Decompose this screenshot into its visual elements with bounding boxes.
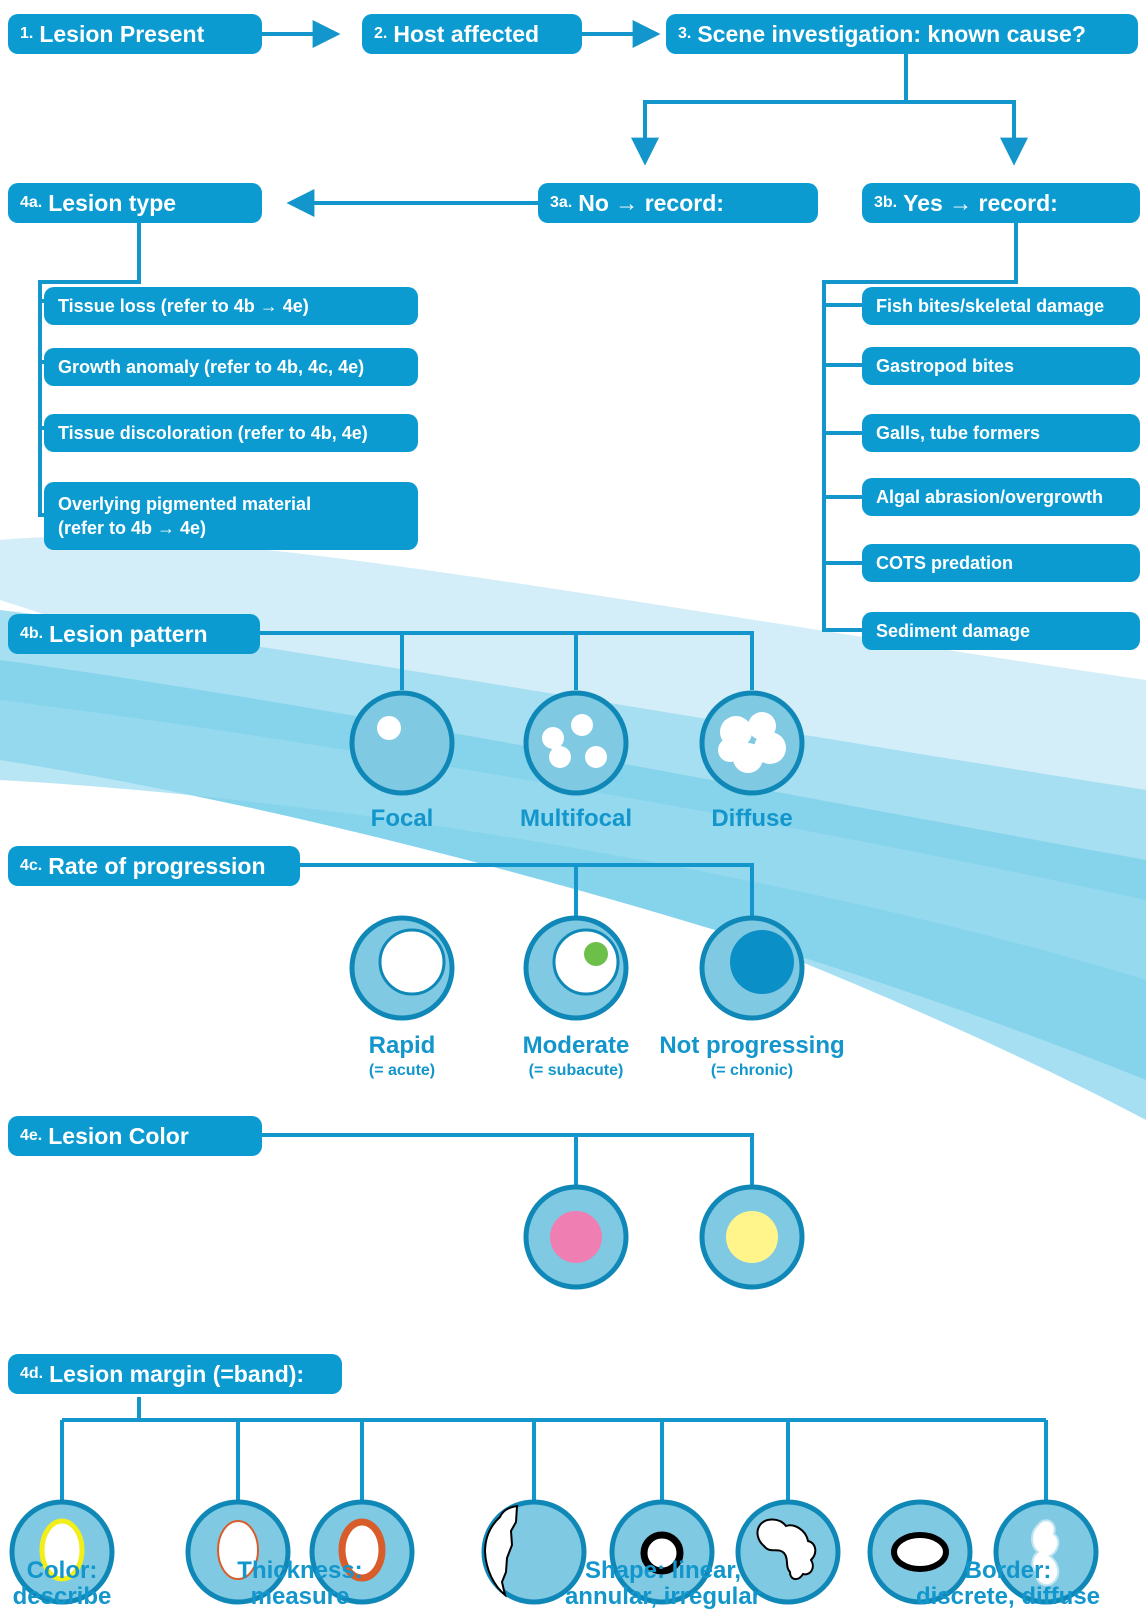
progression-label: Not progressing: [659, 1032, 845, 1059]
yellow-color-icon: [699, 1184, 805, 1290]
step-3-box: 3. Scene investigation: known cause?: [666, 14, 1138, 54]
step-3a-box: 3a. No → record:: [538, 183, 818, 223]
multifocal-icon: [523, 690, 629, 796]
step-4d-box: 4d. Lesion margin (=band):: [8, 1354, 342, 1394]
step-label: Yes → record:: [903, 189, 1058, 216]
step-4a-box: 4a. Lesion type: [8, 183, 262, 223]
progression-label: Moderate: [522, 1032, 630, 1059]
step-number: 3b.: [874, 194, 898, 211]
known-cause-item: Gastropod bites: [862, 347, 1140, 385]
step-label: Lesion margin (=band):: [49, 1360, 305, 1387]
lesion-type-item: Tissue discoloration (refer to 4b, 4e): [44, 414, 418, 452]
step-2-box: 2. Host affected: [362, 14, 582, 54]
margin-group-label: Border:: [964, 1557, 1052, 1584]
rapid-icon: [349, 915, 455, 1021]
margin-group-label: Shape: linear,: [584, 1557, 742, 1584]
margin-annular-icon: [609, 1499, 715, 1605]
progression-sublabel: (= subacute): [528, 1062, 624, 1079]
step-number: 3.: [678, 25, 692, 42]
step-1-box: 1. Lesion Present: [8, 14, 262, 54]
pattern-label: Diffuse: [711, 805, 793, 832]
margin-group-label: describe: [12, 1583, 112, 1610]
step-number: 4d.: [20, 1365, 44, 1382]
known-cause-label: Sediment damage: [876, 620, 1031, 641]
known-cause-label: Gastropod bites: [876, 355, 1015, 376]
known-cause-item: COTS predation: [862, 544, 1140, 582]
focal-icon: [349, 690, 455, 796]
lesion-type-label: Growth anomaly (refer to 4b, 4c, 4e): [58, 356, 365, 377]
progression-sublabel: (= chronic): [710, 1062, 794, 1079]
step-4e-box: 4e. Lesion Color: [8, 1116, 262, 1156]
known-cause-label: Fish bites/skeletal damage: [876, 295, 1105, 316]
margin-group-label: Color:: [26, 1557, 98, 1584]
margin-group-label: discrete, diffuse: [915, 1583, 1101, 1610]
known-cause-item: Sediment damage: [862, 612, 1140, 650]
lesion-type-label: Tissue loss (refer to 4b → 4e): [58, 295, 309, 316]
known-cause-label: Algal abrasion/overgrowth: [876, 486, 1104, 507]
step-3b-box: 3b. Yes → record:: [862, 183, 1140, 223]
step-label: Lesion Color: [48, 1122, 189, 1149]
lesion-type-item: Tissue loss (refer to 4b → 4e): [44, 287, 418, 325]
step-number: 4b.: [20, 625, 44, 642]
branch-connector: [631, 54, 908, 166]
lesion-type-item: Overlying pigmented material (refer to 4…: [44, 482, 418, 550]
step-label: Scene investigation: known cause?: [697, 20, 1086, 47]
step-label: Lesion type: [48, 189, 177, 216]
pattern-label: Multifocal: [520, 805, 632, 832]
margin-linear-icon: [481, 1499, 587, 1605]
diffuse-icon: [699, 690, 805, 796]
step-number: 3a.: [550, 194, 573, 211]
margin-color-icon: [9, 1499, 115, 1605]
progression-sublabel: (= acute): [368, 1062, 436, 1079]
known-cause-item: Algal abrasion/overgrowth: [862, 478, 1140, 516]
known-cause-label: COTS predation: [876, 552, 1014, 573]
step-number: 2.: [374, 25, 388, 42]
step-number: 1.: [20, 25, 34, 42]
step-number: 4e.: [20, 1127, 43, 1144]
margin-diffuse-icon: [993, 1499, 1099, 1605]
lesion-type-item: Growth anomaly (refer to 4b, 4c, 4e): [44, 348, 418, 386]
step-number: 4a.: [20, 194, 43, 211]
branch-connector: [906, 100, 1028, 166]
known-cause-item: Galls, tube formers: [862, 414, 1140, 452]
step-label: Rate of progression: [48, 852, 266, 879]
lesion-type-label: Overlying pigmented material (refer to 4…: [58, 494, 312, 538]
known-cause-item: Fish bites/skeletal damage: [862, 287, 1140, 325]
margin-thick-icon: [309, 1499, 415, 1605]
moderate-icon: [523, 915, 629, 1021]
margin-discrete-icon: [867, 1499, 973, 1605]
step-label: No → record:: [578, 189, 724, 216]
known-cause-label: Galls, tube formers: [876, 422, 1041, 443]
margin-irregular-icon: [735, 1499, 841, 1605]
pattern-label: Focal: [370, 805, 434, 832]
margin-thin-icon: [185, 1499, 291, 1605]
not-progressing-icon: [699, 915, 805, 1021]
step-4c-box: 4c. Rate of progression: [8, 846, 300, 886]
step-number: 4c.: [20, 857, 43, 874]
progression-label: Rapid: [368, 1032, 436, 1059]
margin-group-label: annular, irregular: [564, 1583, 762, 1610]
step-label: Lesion Present: [39, 20, 205, 47]
margin-group-label: Thickness:: [237, 1557, 363, 1584]
margin-group-label: measure: [250, 1583, 350, 1610]
step-label: Lesion pattern: [49, 620, 208, 647]
lesion-type-label: Tissue discoloration (refer to 4b, 4e): [58, 422, 368, 443]
pink-color-icon: [523, 1184, 629, 1290]
step-label: Host affected: [393, 20, 540, 47]
step-4b-box: 4b. Lesion pattern: [8, 614, 260, 654]
